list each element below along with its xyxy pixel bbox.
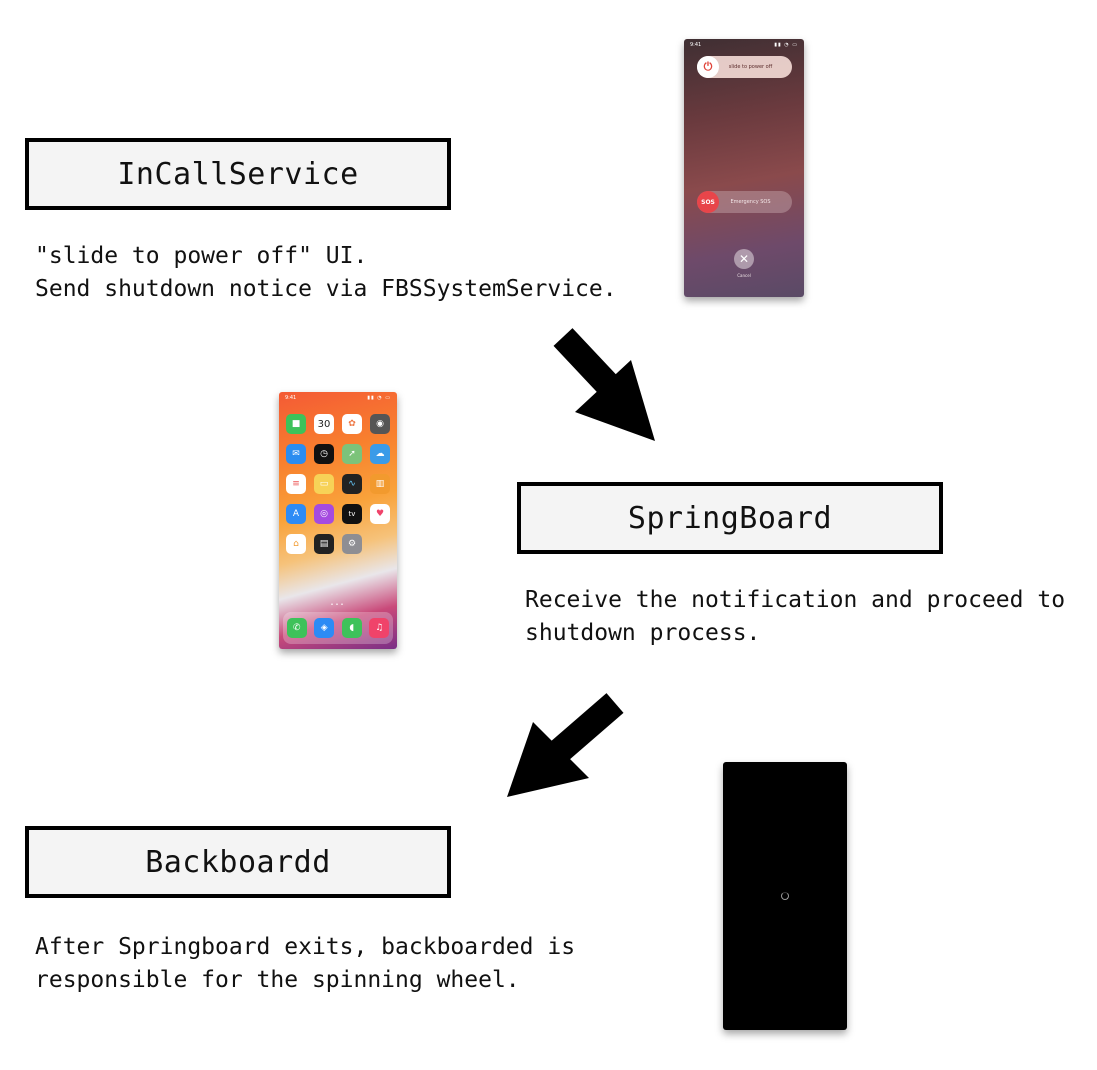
reminders-icon[interactable]: ≡ — [286, 474, 306, 494]
node-title: InCallService — [117, 156, 359, 192]
calendar-icon[interactable]: 30 — [314, 414, 334, 434]
description-line: Send shutdown notice via FBSSystemServic… — [35, 276, 617, 302]
safari-icon[interactable]: ◈ — [314, 618, 335, 638]
power-off-screenshot: 9:41 ▮▮ ◔ ▭ ⏻ slide to power off SOS Eme… — [684, 39, 804, 297]
phone-icon[interactable]: ✆ — [286, 618, 307, 638]
node-title: SpringBoard — [627, 500, 833, 536]
books-icon[interactable]: ▥ — [370, 474, 390, 494]
music-icon[interactable]: ♫ — [369, 618, 390, 638]
wallet-icon[interactable]: ▤ — [314, 534, 334, 554]
mail-icon[interactable]: ✉ — [286, 444, 306, 464]
node-incallservice: InCallService — [25, 138, 451, 210]
sos-label: Emergency SOS — [730, 199, 771, 205]
sos-badge: SOS — [697, 191, 719, 213]
signal-icon: ▮▮ ◔ ▭ — [774, 42, 798, 48]
app-store-icon[interactable]: A — [286, 504, 306, 524]
power-icon: ⏻ — [697, 56, 719, 78]
clock-icon[interactable]: ◷ — [314, 444, 334, 464]
notes-icon[interactable]: ▭ — [314, 474, 334, 494]
settings-icon[interactable]: ⚙ — [342, 534, 362, 554]
description-line: shutdown process. — [525, 620, 761, 646]
description-line: Receive the notification and proceed to — [525, 587, 1066, 613]
slider-label: slide to power off — [728, 64, 773, 70]
node-title: Backboardd — [145, 844, 331, 880]
arrow-springboard-to-backboardd — [507, 693, 624, 797]
camera-icon[interactable]: ◉ — [370, 414, 390, 434]
weather-icon[interactable]: ☁ — [370, 444, 390, 464]
node-description: "slide to power off" UI. Send shutdown n… — [35, 240, 617, 306]
shutdown-screenshot — [723, 762, 847, 1030]
page-dots: ••• — [330, 602, 346, 608]
signal-icon: ▮▮ ◔ ▭ — [367, 395, 391, 401]
node-description: Receive the notification and proceed to … — [525, 584, 1065, 650]
calendar-day: 30 — [317, 418, 331, 430]
arrow-incall-to-springboard — [553, 328, 655, 441]
home-icon[interactable]: ⌂ — [286, 534, 306, 554]
dock: ✆ ◈ ◖ ♫ — [283, 612, 393, 644]
spinner-icon — [781, 892, 789, 900]
description-line: responsible for the spinning wheel. — [35, 967, 520, 993]
app-grid: ■ 30 ✿ ◉ ✉ ◷ ➚ ☁ ≡ ▭ ∿ ▥ A ◎ tv ♥ ⌂ ▤ ⚙ — [286, 414, 390, 554]
tv-icon[interactable]: tv — [342, 504, 362, 524]
stocks-icon[interactable]: ∿ — [342, 474, 362, 494]
cancel-label: Cancel — [737, 273, 751, 278]
maps-icon[interactable]: ➚ — [342, 444, 362, 464]
messages-icon[interactable]: ◖ — [341, 618, 362, 638]
close-icon[interactable]: ✕ — [734, 249, 754, 269]
status-time: 9:41 — [690, 42, 702, 48]
node-backboardd: Backboardd — [25, 826, 451, 898]
description-line: After Springboard exits, backboarded is — [35, 934, 576, 960]
facetime-icon[interactable]: ■ — [286, 414, 306, 434]
emergency-sos-slider[interactable]: SOS Emergency SOS — [697, 191, 792, 213]
photos-icon[interactable]: ✿ — [342, 414, 362, 434]
tv-label: tv — [348, 510, 356, 518]
slide-to-power-off-slider[interactable]: ⏻ slide to power off — [697, 56, 792, 78]
podcasts-icon[interactable]: ◎ — [314, 504, 334, 524]
status-bar: 9:41 ▮▮ ◔ ▭ — [285, 395, 391, 403]
node-description: After Springboard exits, backboarded is … — [35, 931, 575, 997]
health-icon[interactable]: ♥ — [370, 504, 390, 524]
status-bar: 9:41 ▮▮ ◔ ▭ — [690, 42, 798, 50]
description-line: "slide to power off" UI. — [35, 243, 368, 269]
status-time: 9:41 — [285, 395, 297, 401]
home-screen-screenshot: 9:41 ▮▮ ◔ ▭ ■ 30 ✿ ◉ ✉ ◷ ➚ ☁ ≡ ▭ ∿ ▥ A ◎… — [279, 392, 397, 649]
node-springboard: SpringBoard — [517, 482, 943, 554]
